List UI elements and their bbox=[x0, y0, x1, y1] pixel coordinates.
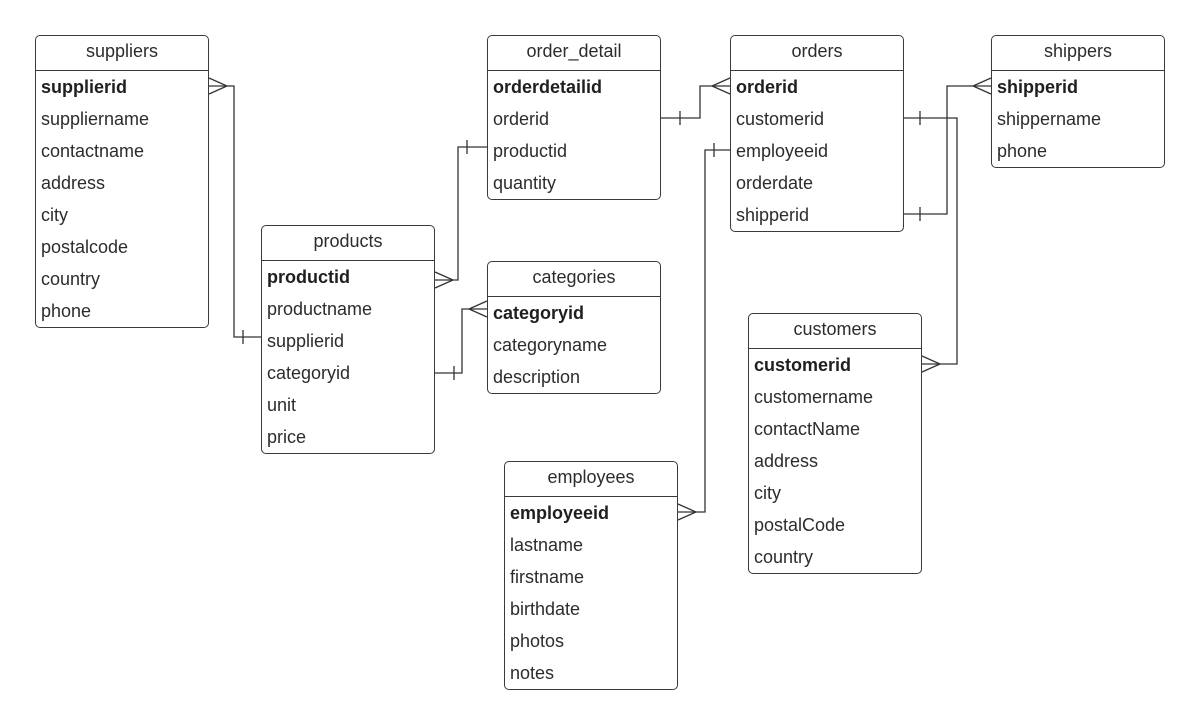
relationship-orders-order-detail bbox=[661, 77, 731, 125]
relationship-employees-orders bbox=[677, 143, 730, 521]
entity-categories[interactable]: categories categoryid categoryname descript… bbox=[487, 261, 661, 394]
entity-title: shippers bbox=[992, 36, 1164, 71]
relationship-suppliers-products bbox=[208, 77, 261, 344]
entity-field: country bbox=[754, 547, 814, 567]
relationship-customers-orders bbox=[904, 111, 958, 373]
entity-field: notes bbox=[510, 663, 555, 683]
relationship-products-order-detail bbox=[434, 140, 487, 289]
entity-field: productname bbox=[267, 299, 373, 319]
entity-title: suppliers bbox=[36, 36, 208, 71]
entity-field: customername bbox=[754, 387, 874, 407]
crows-foot-many-marker bbox=[921, 355, 942, 373]
entity-field: orderid bbox=[493, 109, 550, 129]
entity-shippers[interactable]: shippers shipperid shippername phone bbox=[991, 35, 1165, 168]
connector-line bbox=[435, 146, 487, 281]
entity-order-detail[interactable]: order_detail orderdetailid orderid producti… bbox=[487, 35, 661, 200]
connector-line bbox=[209, 85, 261, 338]
entity-field: city bbox=[41, 205, 68, 225]
entity-field: address bbox=[754, 451, 819, 471]
entity-title: categories bbox=[488, 262, 660, 297]
connector-line bbox=[435, 308, 487, 374]
entity-field: postalCode bbox=[754, 515, 846, 535]
entity-field: contactname bbox=[41, 141, 145, 161]
entity-field: birthdate bbox=[510, 599, 581, 619]
crows-foot-many-marker bbox=[677, 503, 698, 521]
entity-field: categoryname bbox=[493, 335, 608, 355]
entity-field: categoryid bbox=[267, 363, 351, 383]
crows-foot-many-marker bbox=[208, 77, 229, 95]
crows-foot-many-marker bbox=[710, 77, 731, 95]
entity-field: quantity bbox=[493, 173, 557, 193]
connector-line bbox=[661, 85, 730, 119]
entity-field: orderdate bbox=[736, 173, 814, 193]
entity-title: order_detail bbox=[488, 36, 660, 71]
entity-customers[interactable]: customers customerid customername contactNa… bbox=[748, 313, 922, 574]
connector-line bbox=[678, 149, 730, 513]
primary-key-field: customerid bbox=[754, 355, 852, 375]
entity-title: customers bbox=[749, 314, 921, 349]
primary-key-field: shipperid bbox=[997, 77, 1079, 97]
entity-employees[interactable]: employees employeeid lastname firstname birt… bbox=[504, 461, 678, 690]
entity-field: supplierid bbox=[267, 331, 345, 351]
crows-foot-many-marker bbox=[971, 77, 992, 95]
primary-key-field: employeeid bbox=[510, 503, 610, 523]
entity-field: country bbox=[41, 269, 101, 289]
crows-foot-many-marker bbox=[467, 300, 488, 318]
entity-field: lastname bbox=[510, 535, 584, 555]
entity-title: orders bbox=[731, 36, 903, 71]
entity-products[interactable]: products productid productname supplierid ca… bbox=[261, 225, 435, 454]
entity-field: suppliername bbox=[41, 109, 150, 129]
entity-orders[interactable]: orders orderid customerid employeeid orderda… bbox=[730, 35, 904, 232]
relationship-categories-products bbox=[435, 300, 488, 380]
relationship-shippers-orders bbox=[904, 77, 992, 221]
entity-field: unit bbox=[267, 395, 297, 415]
connector-line bbox=[904, 85, 991, 215]
entity-field: postalcode bbox=[41, 237, 129, 257]
primary-key-field: productid bbox=[267, 267, 350, 287]
entity-field: photos bbox=[510, 631, 565, 651]
entity-field: shipperid bbox=[736, 205, 810, 225]
entity-field: employeeid bbox=[736, 141, 829, 161]
primary-key-field: orderid bbox=[736, 77, 799, 97]
entity-title: products bbox=[262, 226, 434, 261]
entity-field: phone bbox=[997, 141, 1048, 161]
entity-field: description bbox=[493, 367, 581, 387]
entity-field: firstname bbox=[510, 567, 585, 587]
primary-key-field: orderdetailid bbox=[493, 77, 603, 97]
entity-field: productid bbox=[493, 141, 568, 161]
entity-field: contactName bbox=[754, 419, 861, 439]
entity-field: phone bbox=[41, 301, 92, 321]
primary-key-field: supplierid bbox=[41, 77, 128, 97]
entity-field: customerid bbox=[736, 109, 825, 129]
entity-field: city bbox=[754, 483, 781, 503]
entity-field: shippername bbox=[997, 109, 1102, 129]
primary-key-field: categoryid bbox=[493, 303, 585, 323]
crows-foot-many-marker bbox=[434, 271, 455, 289]
entity-title: employees bbox=[505, 462, 677, 497]
entity-suppliers[interactable]: suppliers supplierid suppliername contactna… bbox=[35, 35, 209, 328]
entity-field: price bbox=[267, 427, 307, 447]
entity-field: address bbox=[41, 173, 106, 193]
